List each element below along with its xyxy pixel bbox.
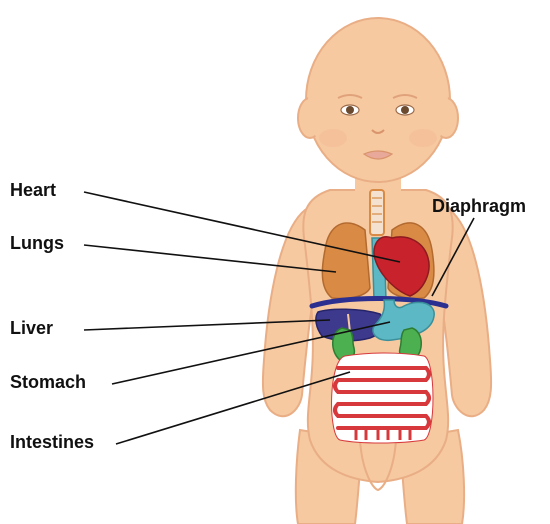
intestines xyxy=(332,353,433,443)
heart-label: Heart xyxy=(10,180,56,200)
stomach-label: Stomach xyxy=(10,372,86,392)
intestines-label: Intestines xyxy=(10,432,94,452)
left-lung xyxy=(322,223,370,299)
lungs-label: Lungs xyxy=(10,233,64,253)
diaphragm-label: Diaphragm xyxy=(432,196,526,216)
trachea xyxy=(370,190,384,235)
liver-label: Liver xyxy=(10,318,53,338)
